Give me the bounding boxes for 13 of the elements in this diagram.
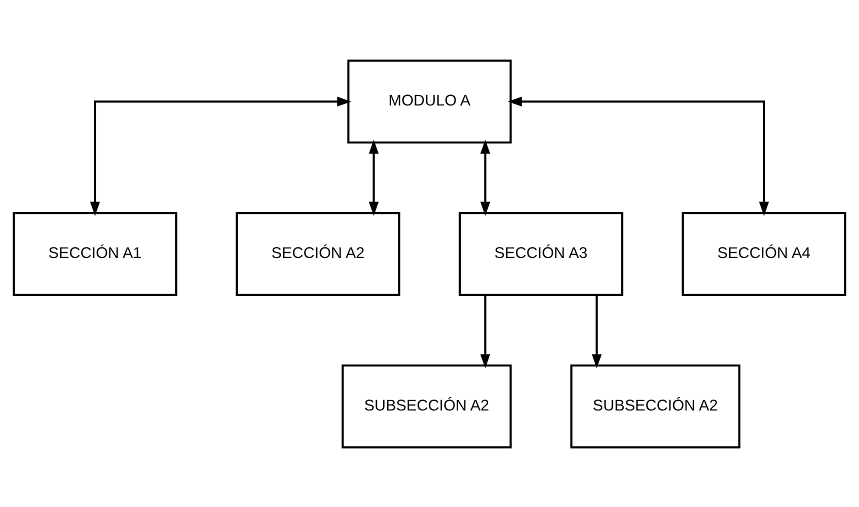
arrow xyxy=(480,139,490,216)
node-box: SECCIÓN A2 xyxy=(236,212,400,296)
arrow xyxy=(90,96,352,216)
arrow xyxy=(508,96,769,216)
node-box: SECCIÓN A1 xyxy=(12,212,178,296)
node-box: SECCIÓN A4 xyxy=(682,212,846,296)
node-box: MODULO A xyxy=(347,59,512,144)
node-box: SUBSECCIÓN A2 xyxy=(570,364,740,448)
arrow xyxy=(480,294,490,368)
arrow xyxy=(592,294,602,368)
arrow xyxy=(368,139,379,216)
node-box: SUBSECCIÓN A2 xyxy=(342,364,512,448)
node-box: SECCIÓN A3 xyxy=(458,212,624,296)
